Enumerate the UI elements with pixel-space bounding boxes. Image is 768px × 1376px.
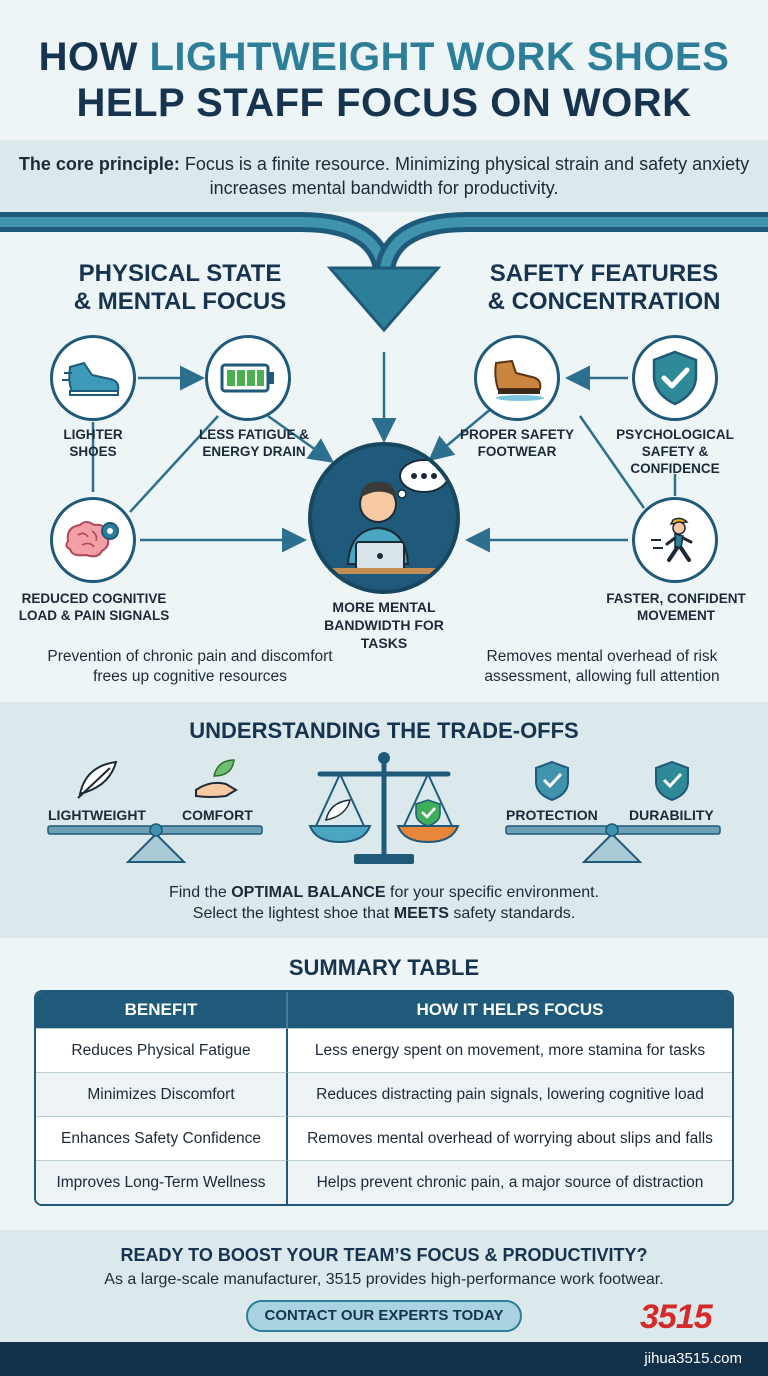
table-cell-how: Helps prevent chronic pain, a major sour… — [288, 1160, 732, 1204]
left-note: Prevention of chronic pain and discomfor… — [47, 648, 333, 685]
left-title-line2: & MENTAL FOCUS — [73, 288, 287, 315]
label-comfort: COMFORT — [182, 807, 253, 823]
node-lighter-shoes: LIGHTER SHOES — [40, 426, 146, 460]
hand-leaf-icon — [195, 759, 238, 798]
center-line1: MORE MENTAL — [332, 599, 436, 615]
footer-bar — [0, 1342, 768, 1376]
label-lightweight: LIGHTWEIGHT — [48, 807, 146, 823]
feather-icon — [77, 760, 118, 799]
title-part1: HOW — [38, 35, 150, 79]
left-title-line1: PHYSICAL STATE — [78, 260, 282, 287]
node-less-fatigue: LESS FATIGUE & ENERGY DRAIN — [192, 426, 316, 460]
brain-gear-icon — [50, 497, 136, 583]
trade-line1-pre: Find the — [168, 884, 232, 901]
balance-scale-icon — [308, 752, 460, 864]
cta-subtitle: As a large-scale manufacturer, 3515 prov… — [104, 1271, 664, 1288]
summary-title: SUMMARY TABLE — [288, 955, 480, 980]
table-row: Minimizes Discomfort Reduces distracting… — [36, 1072, 732, 1116]
node-reduced-line2: LOAD & PAIN SIGNALS — [18, 608, 170, 623]
trade-line2-pre: Select the lightest shoe that — [192, 905, 394, 922]
label-protection: PROTECTION — [506, 807, 598, 823]
table-cell-benefit: Reduces Physical Fatigue — [36, 1028, 288, 1072]
focused-worker-icon — [308, 442, 460, 594]
table-cell-how: Less energy spent on movement, more stam… — [288, 1028, 732, 1072]
center-line2: BANDWIDTH FOR — [324, 617, 444, 633]
table-cell-benefit: Improves Long-Term Wellness — [36, 1160, 288, 1204]
summary-table: BENEFIT HOW IT HELPS FOCUS Reduces Physi… — [34, 990, 734, 1206]
node-reduced-cognitive-load: REDUCED COGNITIVE LOAD & PAIN SIGNALS — [8, 590, 180, 624]
sneaker-icon — [50, 335, 136, 421]
cta-title: READY TO BOOST YOUR TEAM’S FOCUS & PRODU… — [120, 1245, 648, 1265]
node-less-fatigue-line1: LESS FATIGUE & — [198, 427, 309, 442]
right-title-line2: & CONCENTRATION — [487, 288, 721, 315]
node-faster-line2: MOVEMENT — [636, 608, 715, 623]
right-note: Removes mental overhead of risk assessme… — [484, 648, 720, 685]
tradeoff-scales — [47, 752, 721, 864]
right-section-title: SAFETY FEATURES & CONCENTRATION — [454, 260, 754, 316]
node-proper-line1: PROPER SAFETY — [459, 427, 575, 442]
node-reduced-line1: REDUCED COGNITIVE — [21, 591, 167, 606]
node-faster-line1: FASTER, CONFIDENT — [606, 591, 746, 606]
node-psych-line1: PSYCHOLOGICAL — [616, 427, 734, 442]
column-header-benefit: BENEFIT — [36, 992, 288, 1028]
table-row: Enhances Safety Confidence Removes menta… — [36, 1116, 732, 1160]
node-psych-line2: SAFETY & — [641, 444, 709, 459]
battery-icon — [205, 335, 291, 421]
label-durability: DURABILITY — [629, 807, 714, 823]
right-title-line1: SAFETY FEATURES — [489, 260, 719, 287]
principle-text: Focus is a finite resource. Minimizing p… — [179, 154, 750, 198]
safety-shoe-icon — [474, 335, 560, 421]
node-proper-line2: FOOTWEAR — [477, 444, 557, 459]
protection-shield-icon — [535, 760, 569, 802]
node-psychological-safety: PSYCHOLOGICAL SAFETY & CONFIDENCE — [605, 426, 745, 477]
footer-url-link[interactable]: jihua3515.com — [644, 1350, 742, 1367]
table-cell-benefit: Minimizes Discomfort — [36, 1072, 288, 1116]
core-principle: The core principle: Focus is a finite re… — [0, 140, 768, 212]
principle-lead: The core principle: — [18, 154, 180, 174]
title-accent: LIGHTWEIGHT WORK SHOES — [149, 35, 730, 79]
brand-logo: 3515 — [640, 1298, 713, 1336]
trade-line2-bold: MEETS — [393, 905, 449, 922]
trade-line1-post: for your specific environment. — [385, 884, 600, 901]
contact-experts-button[interactable]: CONTACT OUR EXPERTS TODAY — [246, 1300, 522, 1332]
node-lighter-shoes-line2: SHOES — [69, 444, 117, 459]
node-proper-footwear: PROPER SAFETY FOOTWEAR — [452, 426, 582, 460]
tradeoff-title: UNDERSTANDING THE TRADE-OFFS — [189, 718, 579, 743]
node-lighter-shoes-line1: LIGHTER — [63, 427, 123, 442]
trade-line2-post: safety standards. — [448, 905, 576, 922]
table-row: Reduces Physical Fatigue Less energy spe… — [36, 1028, 732, 1072]
walking-worker-icon — [632, 497, 718, 583]
tradeoff-text: Find the OPTIMAL BALANCE for your specif… — [0, 882, 768, 924]
center-line3: TASKS — [360, 635, 408, 651]
node-faster-movement: FASTER, CONFIDENT MOVEMENT — [596, 590, 756, 624]
title-line2: HELP STAFF FOCUS ON WORK — [76, 81, 692, 125]
flow-diagram-lines — [0, 212, 768, 553]
column-header-how: HOW IT HELPS FOCUS — [288, 992, 732, 1028]
node-less-fatigue-line2: ENERGY DRAIN — [202, 444, 306, 459]
trade-line1-bold: OPTIMAL BALANCE — [231, 884, 386, 901]
big-arrow-head — [326, 266, 442, 333]
table-header-row: BENEFIT HOW IT HELPS FOCUS — [36, 992, 732, 1028]
page-title: HOW LIGHTWEIGHT WORK SHOES HELP STAFF FO… — [0, 34, 768, 126]
table-cell-benefit: Enhances Safety Confidence — [36, 1116, 288, 1160]
shield-check-icon — [632, 335, 718, 421]
table-cell-how: Reduces distracting pain signals, loweri… — [288, 1072, 732, 1116]
center-label: MORE MENTAL BANDWIDTH FOR TASKS — [300, 598, 468, 652]
table-cell-how: Removes mental overhead of worrying abou… — [288, 1116, 732, 1160]
durability-shield-icon — [655, 760, 689, 802]
node-psych-line3: CONFIDENCE — [630, 461, 720, 476]
left-section-title: PHYSICAL STATE & MENTAL FOCUS — [30, 260, 330, 316]
table-row: Improves Long-Term Wellness Helps preven… — [36, 1160, 732, 1204]
